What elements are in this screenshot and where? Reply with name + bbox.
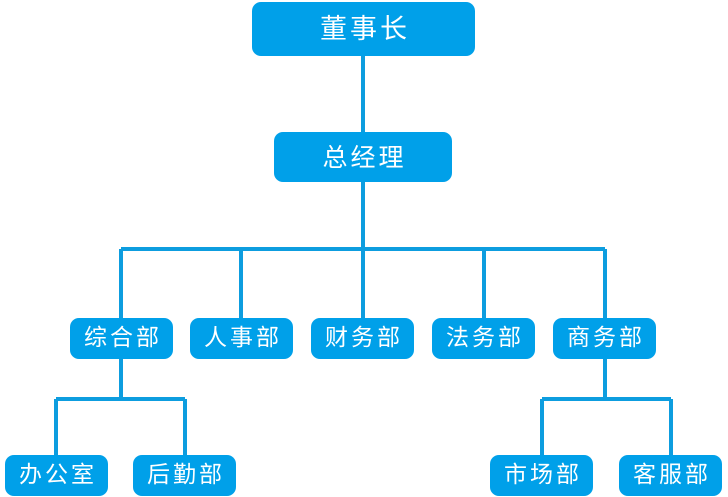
node-logistics-label: 后勤部 (147, 462, 225, 488)
node-chairman[interactable]: 董事长 (252, 2, 475, 56)
node-marketing[interactable]: 市场部 (490, 455, 593, 496)
node-office[interactable]: 办公室 (5, 455, 108, 496)
node-human-resources[interactable]: 人事部 (190, 318, 293, 359)
node-legal[interactable]: 法务部 (432, 318, 535, 359)
node-legal-label: 法务部 (446, 325, 524, 351)
node-logistics[interactable]: 后勤部 (133, 455, 236, 496)
node-customer-service[interactable]: 客服部 (619, 455, 722, 496)
node-office-label: 办公室 (19, 462, 97, 488)
node-general-affairs[interactable]: 综合部 (70, 318, 173, 359)
node-business[interactable]: 商务部 (553, 318, 656, 359)
node-general-affairs-label: 综合部 (84, 325, 162, 351)
node-general-manager[interactable]: 总经理 (274, 132, 452, 182)
node-human-resources-label: 人事部 (204, 325, 282, 351)
node-finance[interactable]: 财务部 (311, 318, 414, 359)
node-general-manager-label: 总经理 (322, 142, 407, 172)
node-finance-label: 财务部 (325, 325, 403, 351)
node-customer-service-label: 客服部 (633, 462, 711, 488)
node-chairman-label: 董事长 (320, 13, 410, 45)
node-marketing-label: 市场部 (504, 462, 582, 488)
node-business-label: 商务部 (567, 325, 645, 351)
